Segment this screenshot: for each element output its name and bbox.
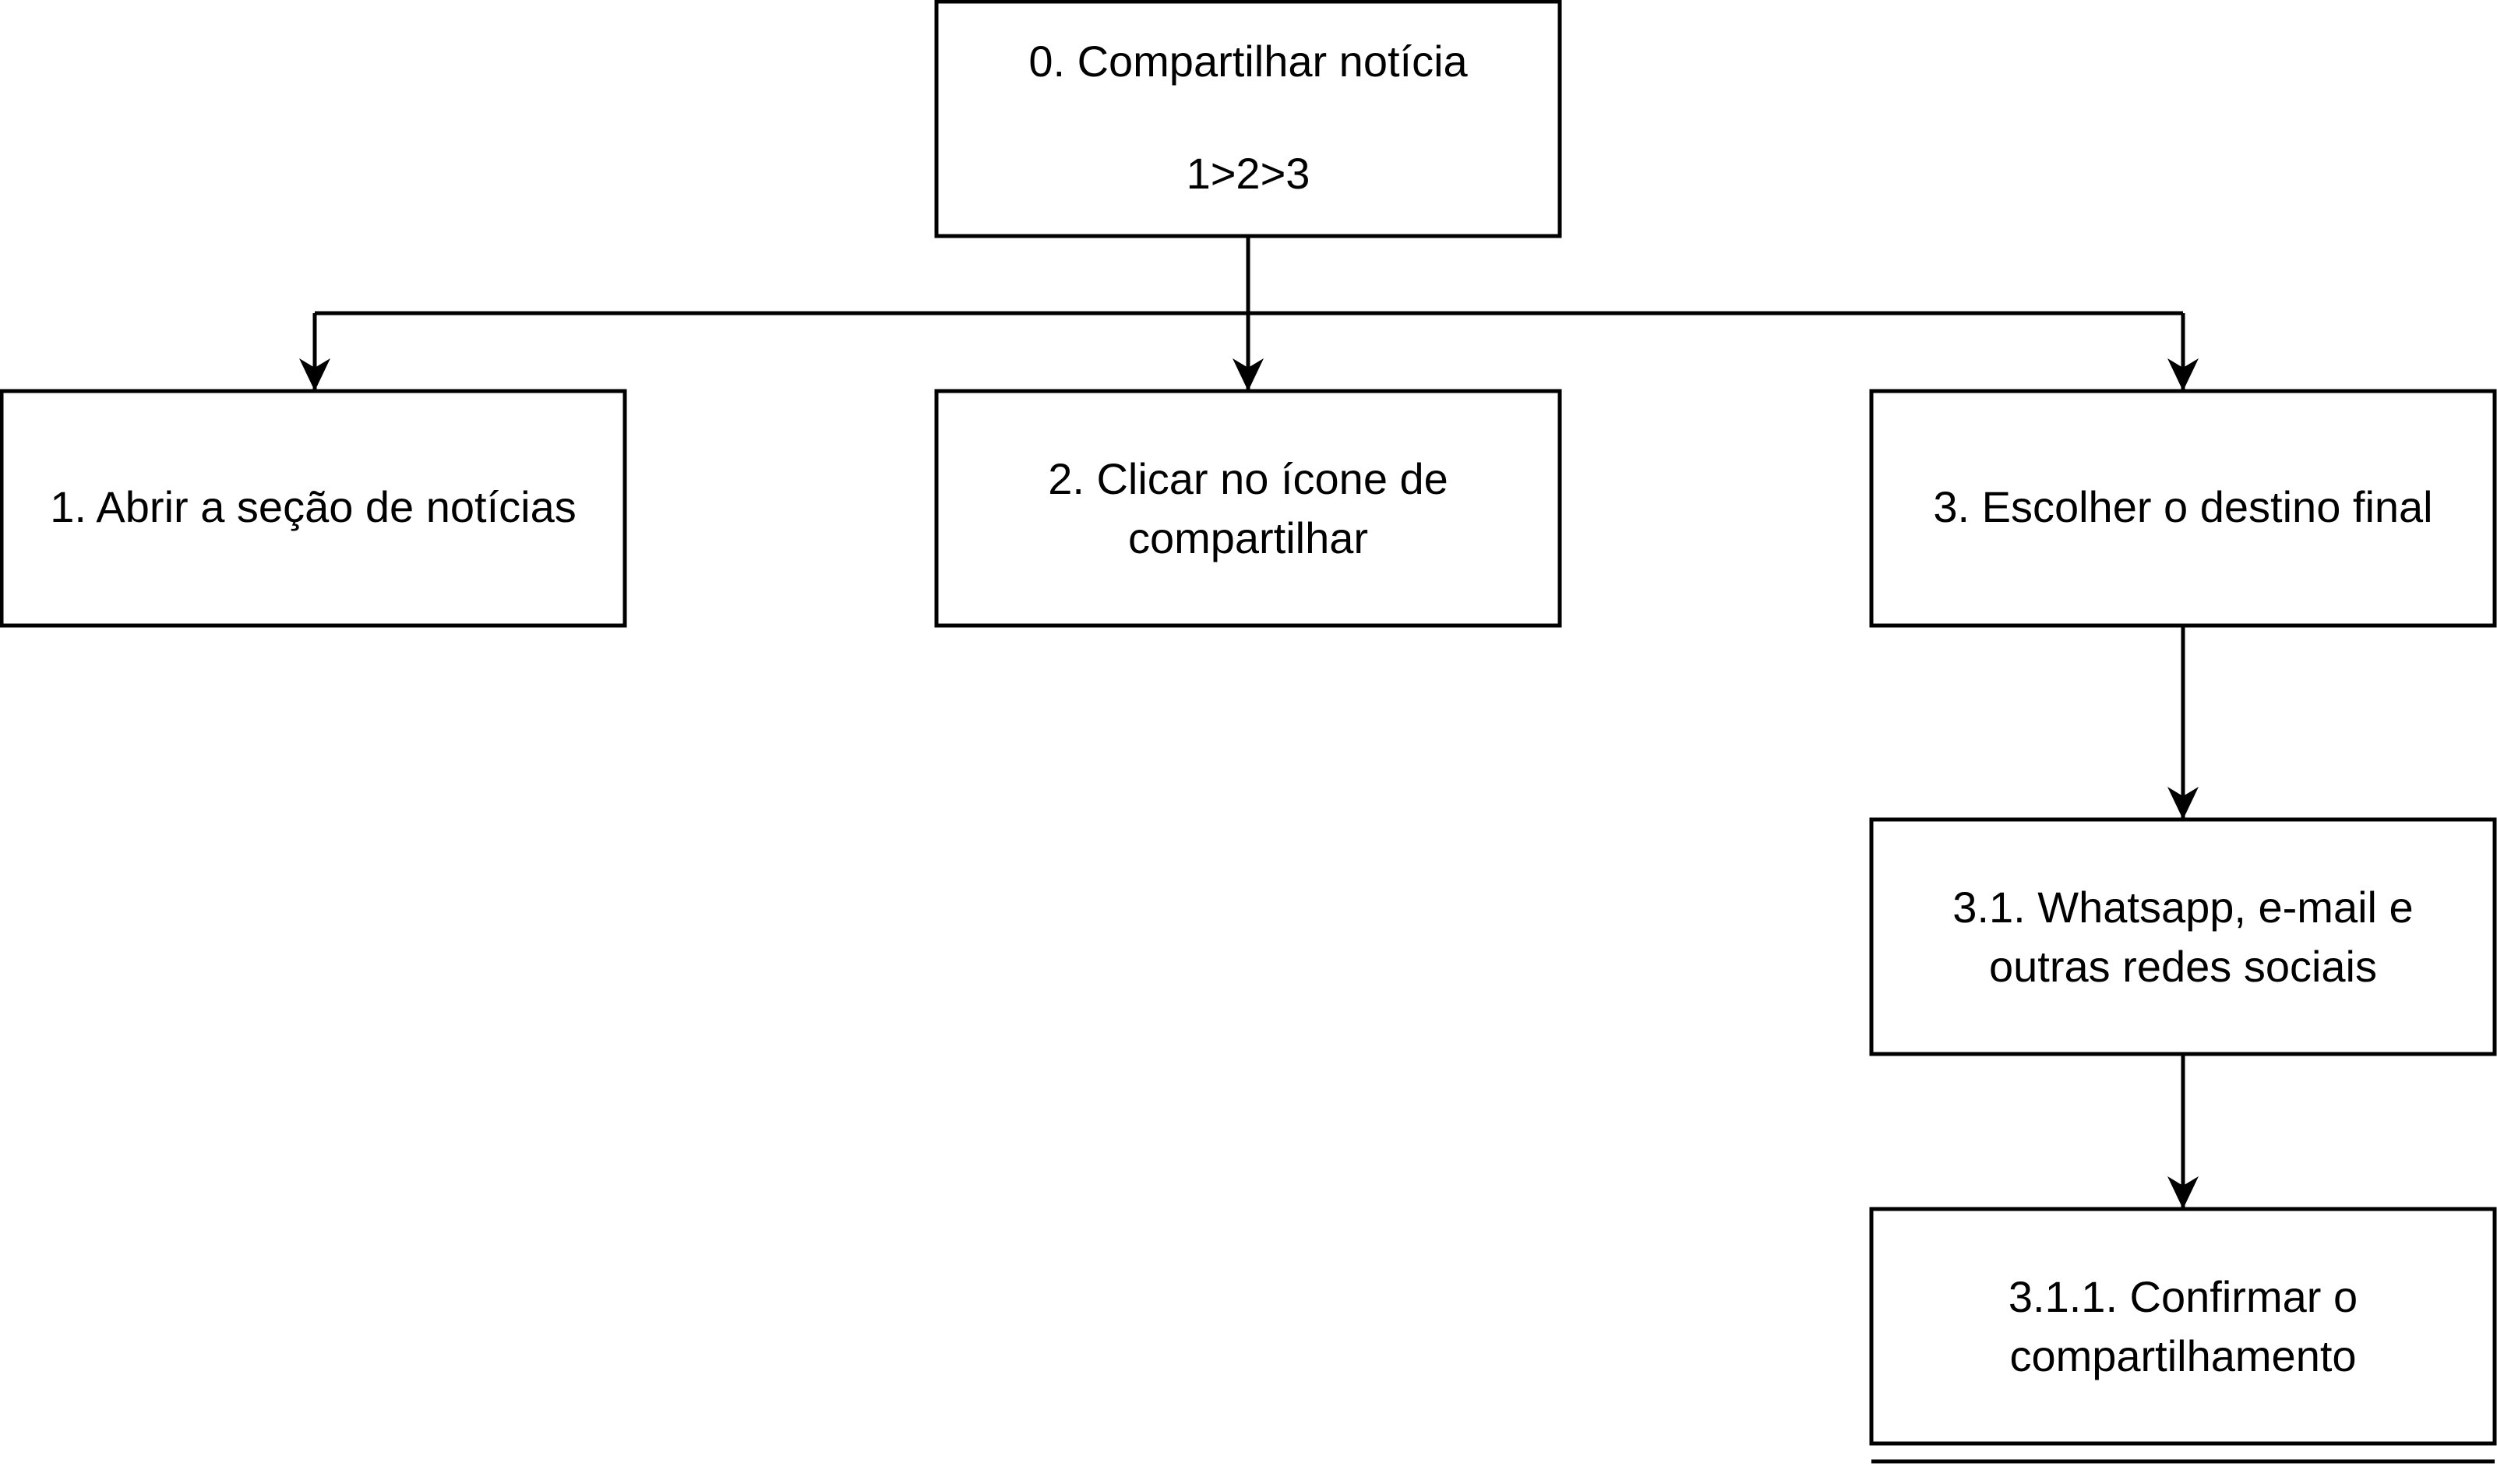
node-step2: 2. Clicar no ícone de compartilhar <box>934 389 1562 628</box>
node-root-box <box>934 0 1562 238</box>
node-step3-1-1-box <box>1869 1207 2497 1446</box>
node-step2-label-line1: 2. Clicar no ícone de <box>1048 454 1448 503</box>
node-step1-box <box>0 389 627 628</box>
node-step3-box <box>1869 389 2497 628</box>
node-step3-1: 3.1. Whatsapp, e-mail e outras redes soc… <box>1869 817 2497 1056</box>
node-step3-1-1-label-line1: 3.1.1. Confirmar o <box>2009 1272 2358 1321</box>
node-step3-label: 3. Escolher o destino final <box>1933 482 2432 531</box>
node-root-sequence: 1>2>3 <box>1187 149 1310 198</box>
node-root-title: 0. Compartilhar notícia <box>1028 37 1468 86</box>
node-root: 0. Compartilhar notícia 1>2>3 <box>934 0 1562 238</box>
node-step1-label: 1. Abrir a seção de notícias <box>50 482 577 531</box>
node-step2-label-line2: compartilhar <box>1128 513 1368 562</box>
node-step2-box <box>934 389 1562 628</box>
node-step3-1-1: 3.1.1. Confirmar o compartilhamento <box>1869 1207 2497 1464</box>
node-step3-1-box <box>1869 817 2497 1056</box>
node-step3-1-label-line1: 3.1. Whatsapp, e-mail e <box>1952 883 2413 932</box>
connectors <box>299 236 2199 1209</box>
node-step3-1-label-line2: outras redes sociais <box>1989 942 2377 991</box>
node-step1: 1. Abrir a seção de notícias <box>0 389 627 628</box>
node-step3-1-1-label-line2: compartilhamento <box>2009 1331 2356 1380</box>
node-step3: 3. Escolher o destino final <box>1869 389 2497 628</box>
